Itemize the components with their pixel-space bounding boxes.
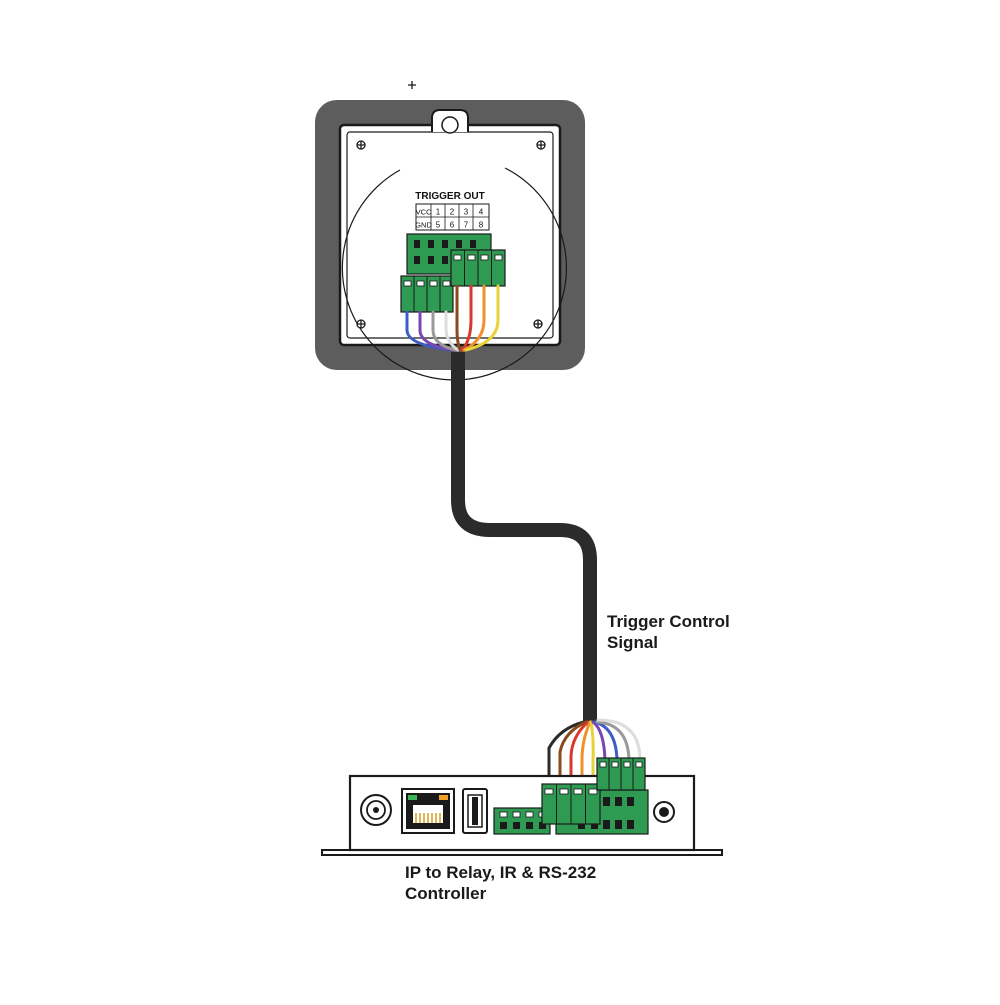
pin-label: VCC <box>416 208 432 217</box>
screw-icon <box>536 140 546 150</box>
controller-terminal-front <box>541 783 601 825</box>
keypad-terminal-left <box>400 275 454 313</box>
bnc-connector-icon <box>360 794 392 826</box>
cable-label-line2: Signal <box>607 633 659 652</box>
pin-label: GND <box>415 221 432 230</box>
pin-label: 6 <box>450 221 455 230</box>
controller-label-line2: Controller <box>405 884 487 903</box>
power-jack-icon <box>653 801 675 823</box>
pin-label: 7 <box>464 221 469 230</box>
controller-terminal-rear <box>596 757 646 791</box>
screw-icon <box>408 81 416 89</box>
pin-label: 1 <box>436 208 441 217</box>
keypad-wires <box>405 284 500 352</box>
trigger-out-header: TRIGGER OUT <box>415 191 484 202</box>
cable-label: Trigger Control Signal <box>607 611 787 653</box>
pin-label: 5 <box>436 221 441 230</box>
relay-controller <box>321 757 723 856</box>
controller-label-line1: IP to Relay, IR & RS-232 <box>405 863 597 882</box>
pin-grid: VCC 1 2 3 4 GND 5 6 7 8 <box>415 203 490 231</box>
screw-icon <box>356 140 366 150</box>
screw-icon <box>533 319 543 329</box>
pin-label: 4 <box>479 208 484 217</box>
pin-label: 2 <box>450 208 455 217</box>
pin-label: 3 <box>464 208 469 217</box>
keypad-terminal-right <box>450 249 506 287</box>
cable-label-line1: Trigger Control <box>607 612 730 631</box>
pin-label: 8 <box>479 221 484 230</box>
screw-icon <box>356 319 366 329</box>
usb-port-icon <box>462 788 488 834</box>
wall-keypad: TRIGGER OUT VCC 1 2 3 4 GND 5 6 7 8 <box>315 81 585 381</box>
ethernet-port-icon <box>401 788 455 834</box>
controller-label: IP to Relay, IR & RS-232 Controller <box>405 862 665 904</box>
tab-hole <box>441 116 459 134</box>
trigger-cable <box>451 352 597 724</box>
